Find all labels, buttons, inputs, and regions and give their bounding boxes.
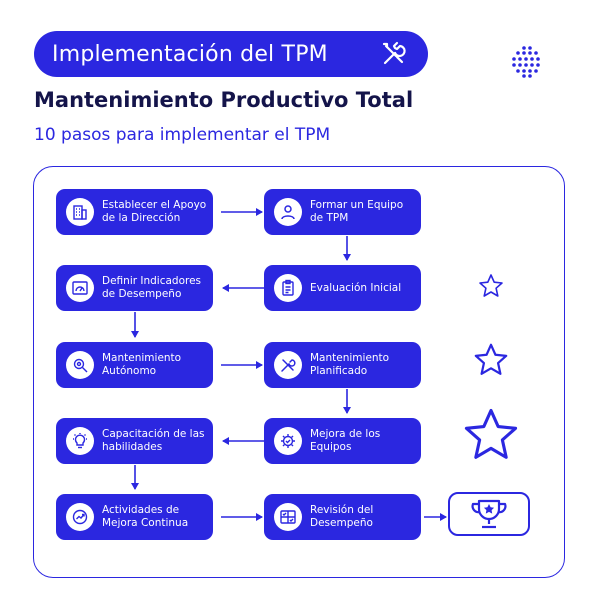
- dashboard-icon: [72, 281, 88, 295]
- wrench-screwdriver-icon: [382, 41, 406, 65]
- step-label: Mejora de los Equipos: [310, 428, 381, 453]
- step-label: Actividades de Mejora Continua: [102, 504, 189, 529]
- star-outline-icon: [464, 408, 518, 459]
- step-mejora-equipos: Mejora de los Equipos: [264, 418, 421, 464]
- step-definir-indicadores: Definir Indicadores de Desempeño: [56, 265, 213, 311]
- step-establecer-apoyo: Establecer el Apoyo de la Dirección: [56, 189, 213, 235]
- star-outline-icon: [474, 343, 508, 375]
- trophy-icon: [471, 499, 507, 529]
- title-badge: Implementación del TPM: [34, 31, 428, 77]
- step-label: Revisión del Desempeño: [310, 504, 374, 529]
- brand-logo-icon: [512, 46, 540, 78]
- star-outline-icon: [479, 274, 503, 297]
- step-label: Evaluación Inicial: [310, 281, 402, 294]
- tools-icon: [281, 359, 296, 372]
- lightbulb-icon: [73, 433, 87, 449]
- user-icon: [281, 205, 295, 220]
- trophy-box: [448, 492, 530, 536]
- step-mantenimiento-planificado: Mantenimiento Planificado: [264, 342, 421, 388]
- page-subtitle: 10 pasos para implementar el TPM: [34, 125, 331, 145]
- step-capacitacion: Capacitación de las habilidades: [56, 418, 213, 464]
- gear-search-icon: [73, 358, 88, 373]
- step-label: Mantenimiento Planificado: [310, 352, 390, 377]
- diagram-panel: [33, 166, 565, 578]
- page-title: Mantenimiento Productivo Total: [34, 88, 414, 112]
- step-label: Establecer el Apoyo de la Dirección: [102, 199, 207, 224]
- step-label: Mantenimiento Autónomo: [102, 352, 182, 377]
- improvement-icon: [72, 509, 88, 525]
- step-mantenimiento-autonomo: Mantenimiento Autónomo: [56, 342, 213, 388]
- step-formar-equipo: Formar un Equipo de TPM: [264, 189, 421, 235]
- step-label: Formar un Equipo de TPM: [310, 199, 404, 224]
- step-revision-desempeno: Revisión del Desempeño: [264, 494, 421, 540]
- step-mejora-continua: Actividades de Mejora Continua: [56, 494, 213, 540]
- step-label: Capacitación de las habilidades: [102, 428, 205, 453]
- review-icon: [280, 510, 296, 524]
- step-evaluacion-inicial: Evaluación Inicial: [264, 265, 421, 311]
- step-label: Definir Indicadores de Desempeño: [102, 275, 202, 300]
- clipboard-icon: [282, 279, 294, 296]
- gear-check-icon: [281, 434, 295, 448]
- building-icon: [73, 205, 87, 220]
- badge-title: Implementación del TPM: [52, 41, 328, 67]
